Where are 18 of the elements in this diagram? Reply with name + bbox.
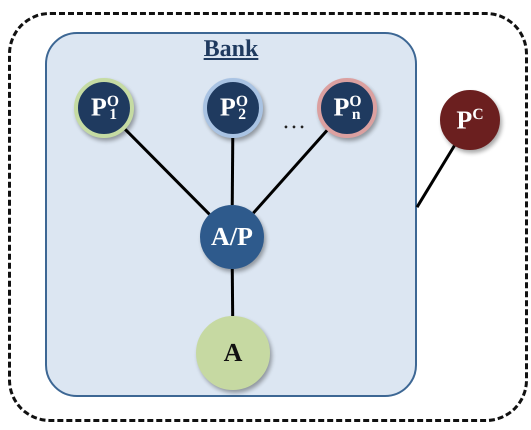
node-label: P$^{C}$ bbox=[456, 106, 484, 134]
node-label: A/P bbox=[211, 224, 253, 250]
bank-title: Bank bbox=[204, 36, 258, 63]
circle-node bbox=[440, 90, 500, 150]
circle-node bbox=[203, 78, 263, 138]
connector-line bbox=[230, 138, 234, 206]
dashed-boundary bbox=[8, 12, 528, 422]
circle-node bbox=[200, 205, 264, 269]
connector-line bbox=[230, 268, 234, 316]
circle-node bbox=[196, 316, 270, 390]
connector-line bbox=[124, 128, 211, 216]
bank-box bbox=[45, 32, 417, 397]
connector-line bbox=[252, 129, 328, 214]
node-label: A bbox=[224, 340, 242, 366]
ellipsis-label: … bbox=[282, 108, 306, 135]
circle-node bbox=[317, 78, 377, 138]
connector-line bbox=[416, 144, 456, 208]
circle-node bbox=[74, 78, 134, 138]
